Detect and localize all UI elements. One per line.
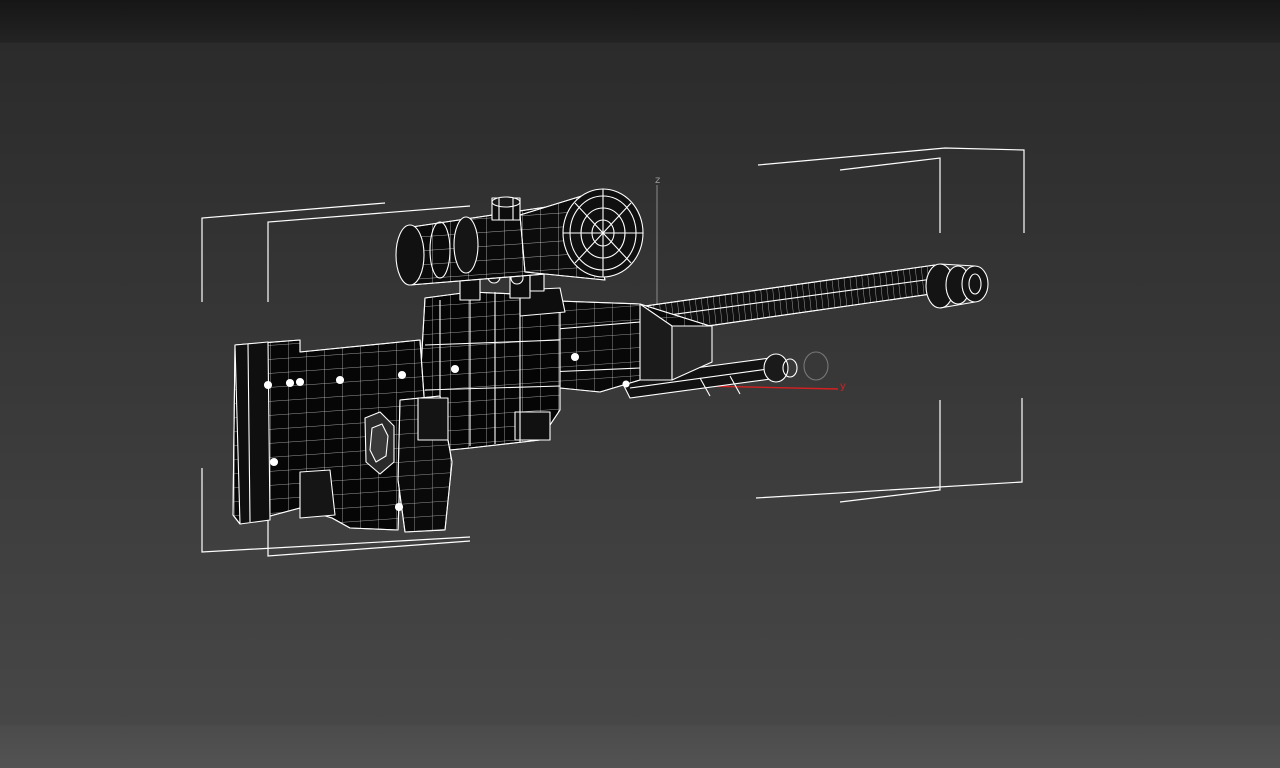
selection-bracket [201,147,1025,557]
handguard [529,299,713,393]
gizmo-z-label: z [655,175,660,186]
scope-icon [395,188,644,286]
viewport-bottom-bar [0,725,1280,768]
bipod-icon [619,351,829,399]
wireframe-rifle-model[interactable] [232,188,989,533]
viewport-top-bar [0,0,1280,42]
stock [232,339,453,533]
gizmo-y-label: y [840,381,846,392]
receiver [417,287,566,453]
